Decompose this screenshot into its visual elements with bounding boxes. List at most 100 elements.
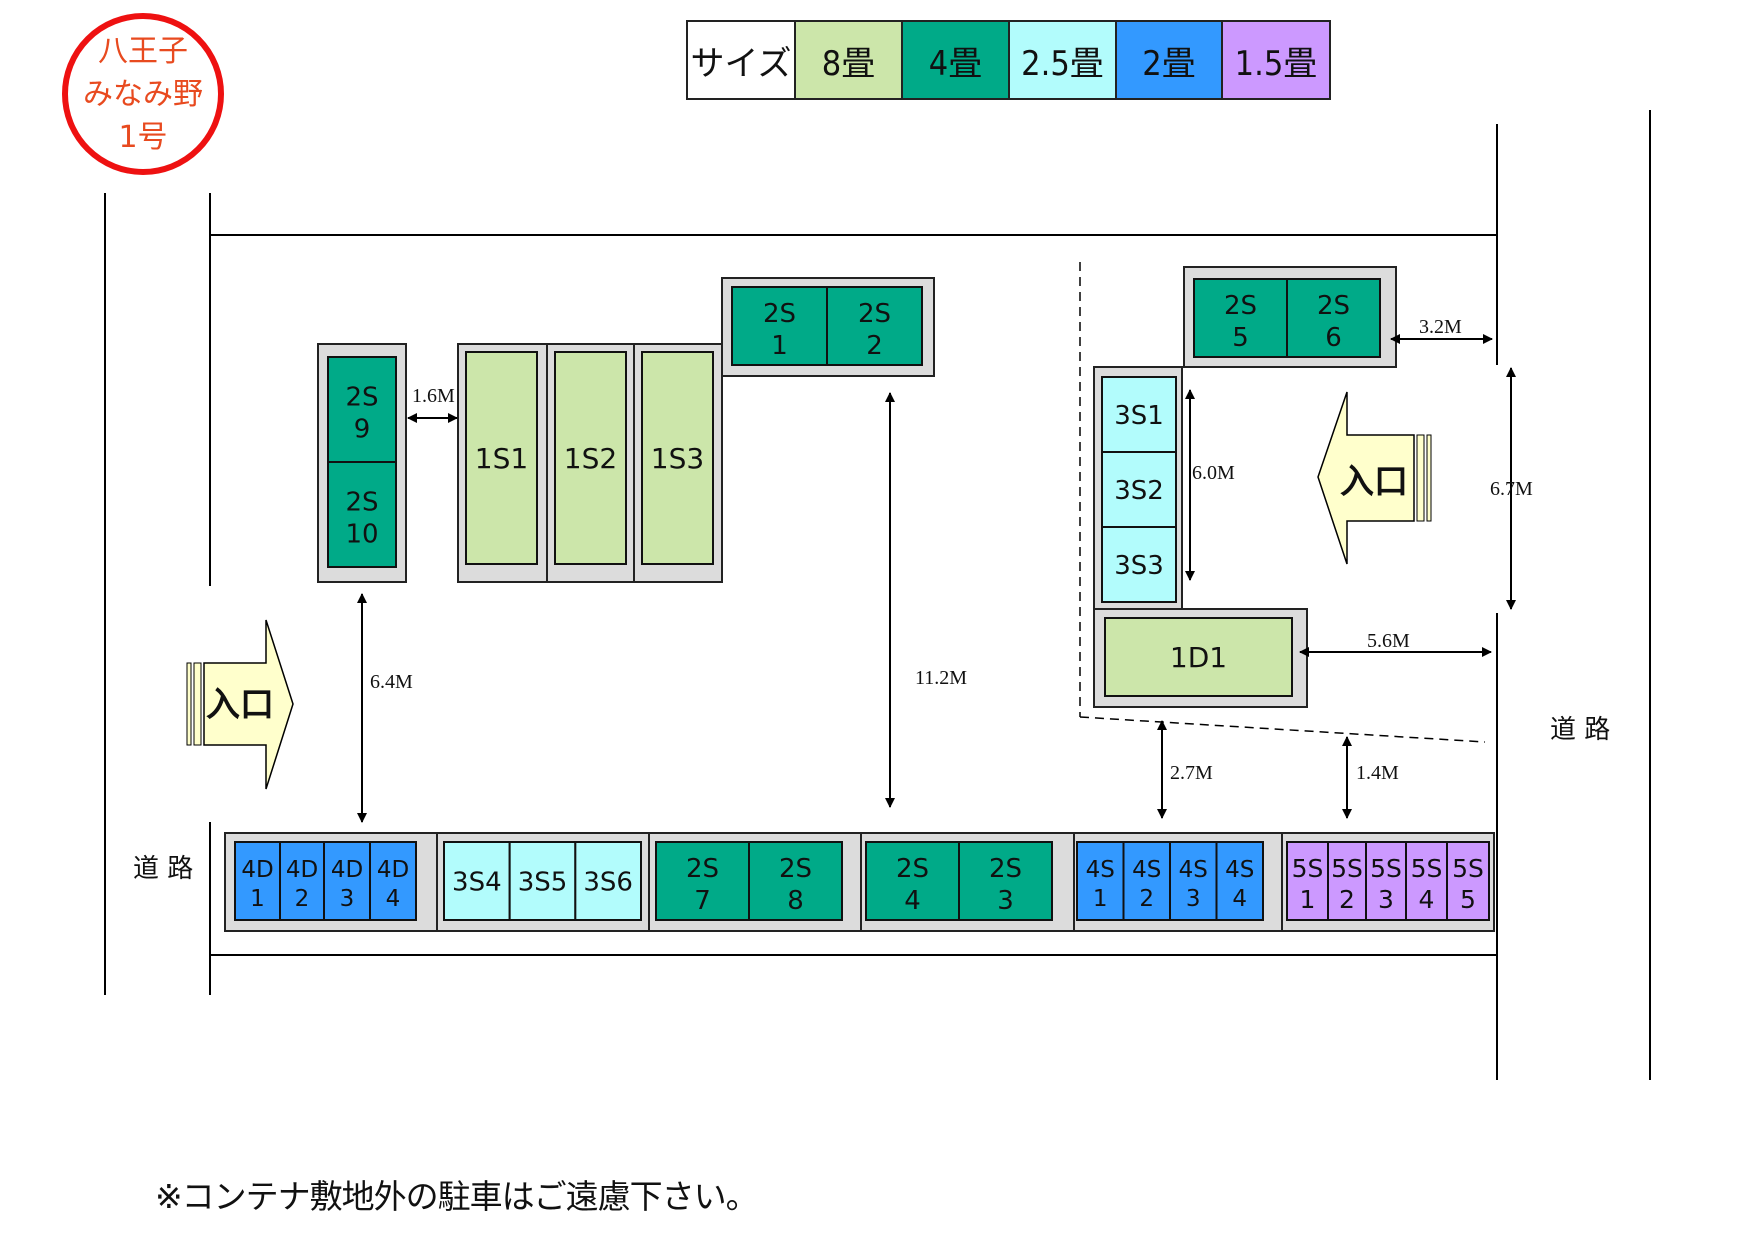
container-unit-2s6[interactable]: 2S6 — [1286, 278, 1381, 358]
container-unit-number: 6 — [1325, 323, 1342, 353]
container-unit-4d4[interactable]: 4D4 — [369, 841, 417, 921]
container-unit-box[interactable] — [655, 841, 750, 921]
container-unit-box[interactable] — [554, 351, 627, 565]
container-unit-box[interactable] — [1122, 841, 1171, 921]
container-unit-box[interactable] — [1215, 841, 1264, 921]
container-unit-5s2[interactable]: 5S2 — [1327, 841, 1367, 921]
container-unit-1s2[interactable]: 1S2 — [554, 351, 627, 565]
container-unit-box[interactable] — [826, 286, 923, 366]
container-unit-box[interactable] — [574, 841, 642, 921]
container-unit-box[interactable] — [1101, 451, 1177, 528]
container-unit-label: 2S — [858, 299, 891, 329]
container-unit-box[interactable] — [327, 461, 397, 568]
container-unit-label: 1S2 — [564, 442, 617, 475]
container-unit-3s5[interactable]: 3S5 — [508, 841, 577, 921]
container-unit-2s7[interactable]: 2S7 — [655, 841, 750, 921]
container-unit-1s3[interactable]: 1S3 — [641, 351, 714, 565]
container-unit-box[interactable] — [279, 841, 325, 921]
container-unit-4s2[interactable]: 4S2 — [1122, 841, 1171, 921]
container-unit-label: 5S — [1292, 854, 1324, 883]
entrance-left-bar-1 — [186, 662, 192, 746]
container-unit-box[interactable] — [1446, 841, 1490, 921]
container-unit-label: 4S — [1132, 857, 1161, 883]
container-unit-box[interactable] — [443, 841, 511, 921]
container-unit-number: 9 — [354, 415, 371, 445]
container-unit-label: 2S — [1317, 291, 1350, 321]
dashed-line-diagonal — [1079, 716, 1486, 743]
container-unit-5s4[interactable]: 5S4 — [1405, 841, 1448, 921]
container-unit-label: 4D — [241, 857, 273, 883]
container-unit-4d3[interactable]: 4D3 — [323, 841, 371, 921]
container-unit-2s2[interactable]: 2S2 — [826, 286, 923, 366]
container-unit-label: 2S — [989, 854, 1022, 884]
dim-label-6-7m: 6.7M — [1490, 478, 1533, 500]
container-unit-5s1[interactable]: 5S1 — [1286, 841, 1329, 921]
container-unit-box[interactable] — [641, 351, 714, 565]
container-unit-label: 3S3 — [1114, 551, 1164, 581]
container-unit-box[interactable] — [1286, 278, 1381, 358]
arrow-right-icon — [203, 619, 294, 790]
container-unit-number: 3 — [340, 886, 355, 912]
container-unit-3s6[interactable]: 3S6 — [574, 841, 642, 921]
container-unit-box[interactable] — [465, 351, 538, 565]
container-unit-2s4[interactable]: 2S4 — [865, 841, 960, 921]
legend-item-8jo: 8畳 — [794, 22, 901, 98]
container-unit-box[interactable] — [1076, 841, 1125, 921]
container-unit-2s5[interactable]: 2S5 — [1193, 278, 1288, 358]
entrance-left-label: 入口 — [206, 685, 274, 725]
container-unit-number: 3 — [1378, 885, 1394, 914]
container-unit-5s5[interactable]: 5S5 — [1446, 841, 1490, 921]
container-unit-3s1[interactable]: 3S1 — [1101, 376, 1177, 453]
container-group-1s3: 1S3 — [633, 343, 723, 583]
container-unit-number: 7 — [694, 886, 711, 916]
container-unit-3s2[interactable]: 3S2 — [1101, 451, 1177, 528]
container-unit-box[interactable] — [1104, 617, 1293, 697]
container-unit-label: 1D1 — [1170, 641, 1227, 674]
container-unit-box[interactable] — [1101, 376, 1177, 453]
container-unit-3s4[interactable]: 3S4 — [443, 841, 511, 921]
container-unit-box[interactable] — [958, 841, 1053, 921]
container-unit-2s1[interactable]: 2S1 — [731, 286, 828, 366]
container-unit-1s1[interactable]: 1S1 — [465, 351, 538, 565]
container-unit-box[interactable] — [865, 841, 960, 921]
container-unit-box[interactable] — [731, 286, 828, 366]
container-unit-label: 5S — [1370, 854, 1402, 883]
container-unit-number: 1 — [771, 331, 788, 361]
container-unit-number: 8 — [787, 886, 804, 916]
dashed-area-boundary — [1079, 262, 1486, 743]
container-unit-label: 4S — [1225, 857, 1254, 883]
container-unit-box[interactable] — [369, 841, 417, 921]
container-unit-4s1[interactable]: 4S1 — [1076, 841, 1125, 921]
container-unit-box[interactable] — [1365, 841, 1407, 921]
container-unit-1d1[interactable]: 1D1 — [1104, 617, 1293, 697]
container-unit-2s8[interactable]: 2S8 — [748, 841, 843, 921]
container-unit-box[interactable] — [748, 841, 843, 921]
container-unit-box[interactable] — [1101, 526, 1177, 603]
container-unit-label: 5S — [1452, 854, 1484, 883]
container-unit-number: 5 — [1460, 885, 1476, 914]
dim-label-1-6m: 1.6M — [412, 385, 455, 407]
container-unit-box[interactable] — [1327, 841, 1367, 921]
container-unit-label: 4S — [1086, 857, 1115, 883]
container-unit-4d2[interactable]: 4D2 — [279, 841, 325, 921]
container-unit-4s3[interactable]: 4S3 — [1169, 841, 1218, 921]
container-unit-3s3[interactable]: 3S3 — [1101, 526, 1177, 603]
container-unit-2s3[interactable]: 2S3 — [958, 841, 1053, 921]
container-unit-2s9[interactable]: 2S9 — [327, 356, 397, 463]
container-unit-4d1[interactable]: 4D1 — [234, 841, 281, 921]
container-unit-box[interactable] — [1405, 841, 1448, 921]
container-unit-box[interactable] — [1169, 841, 1218, 921]
container-unit-box[interactable] — [327, 356, 397, 463]
road-label-left: 道 路 — [133, 854, 193, 884]
container-unit-box[interactable] — [1286, 841, 1329, 921]
container-unit-5s3[interactable]: 5S3 — [1365, 841, 1407, 921]
legend-label: サイズ — [688, 22, 794, 98]
container-unit-label: 1S1 — [475, 442, 528, 475]
container-unit-4s4[interactable]: 4S4 — [1215, 841, 1264, 921]
